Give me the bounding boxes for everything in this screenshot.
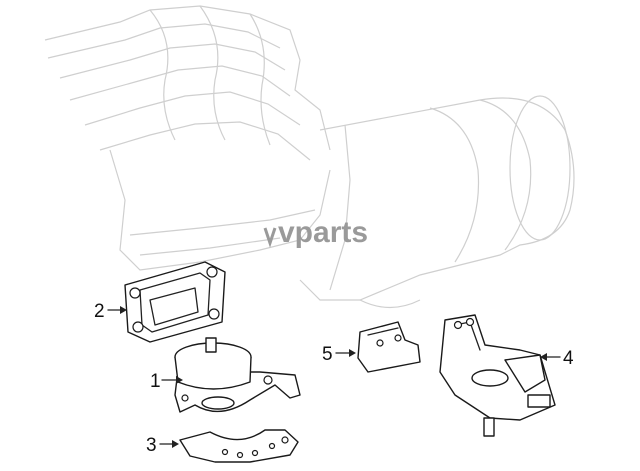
callout-5-label: 5 (322, 344, 333, 365)
callout-1-label: 1 (150, 371, 161, 392)
part-1-engine-mount (174, 337, 301, 413)
callout-5: 5 (322, 344, 356, 365)
callout-4-label: 4 (563, 348, 574, 369)
part-4-transmission-mount (439, 314, 556, 437)
engine-block-illustration (44, 5, 575, 309)
part-2-mount-bracket (124, 261, 226, 343)
callout-4-arrow-icon (540, 353, 547, 361)
watermark-text: vparts (278, 216, 368, 249)
watermark-logo: vparts (263, 216, 368, 249)
callout-2-arrow-icon (120, 306, 127, 314)
callout-5-arrow-icon (349, 349, 356, 357)
callout-2-label: 2 (94, 301, 105, 322)
callout-1-arrow-icon (176, 376, 183, 384)
part-5-small-bracket (357, 321, 421, 373)
callout-3: 3 (146, 435, 179, 456)
callout-3-label: 3 (146, 435, 157, 456)
part-3-lower-plate (179, 429, 299, 463)
callout-3-arrow-icon (172, 440, 179, 448)
callout-1: 1 (150, 371, 183, 392)
callout-4: 4 (540, 348, 574, 369)
callout-2: 2 (94, 301, 127, 322)
